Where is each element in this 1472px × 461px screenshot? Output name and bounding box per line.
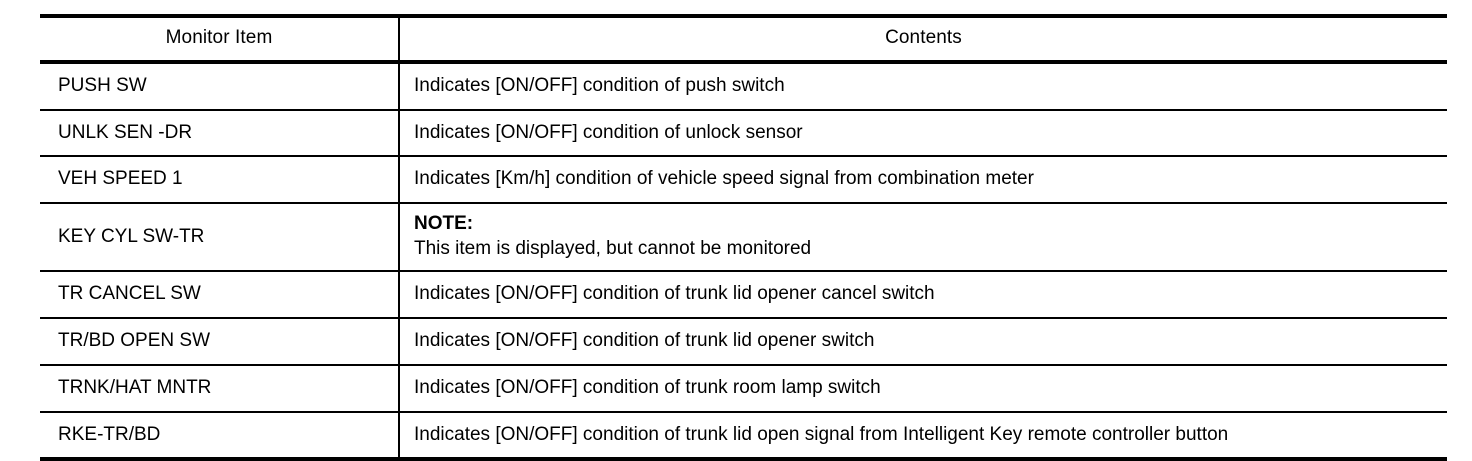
monitor-item-cell: PUSH SW bbox=[40, 61, 399, 111]
monitor-item-cell: RKE-TR/BD bbox=[40, 411, 399, 461]
contents-cell: Indicates [ON/OFF] condition of push swi… bbox=[398, 61, 1447, 111]
contents-cell: Indicates [ON/OFF] condition of trunk li… bbox=[398, 318, 1447, 366]
table-header: Monitor Item Contents bbox=[40, 14, 1447, 64]
column-header-monitor-item: Monitor Item bbox=[40, 14, 399, 64]
contents-cell: Indicates [ON/OFF] condition of trunk ro… bbox=[398, 364, 1447, 413]
table-header-row: Monitor Item Contents bbox=[40, 14, 1447, 64]
contents-cell: Indicates [ON/OFF] condition of unlock s… bbox=[398, 109, 1447, 158]
monitor-item-cell: UNLK SEN -DR bbox=[40, 109, 399, 158]
contents-cell: Indicates [ON/OFF] condition of trunk li… bbox=[398, 411, 1447, 461]
contents-cell: Indicates [ON/OFF] condition of trunk li… bbox=[398, 271, 1447, 320]
monitor-item-cell: TR/BD OPEN SW bbox=[40, 318, 399, 366]
contents-cell: NOTE:This item is displayed, but cannot … bbox=[398, 203, 1447, 273]
monitor-item-cell: KEY CYL SW-TR bbox=[40, 203, 399, 273]
monitor-item-cell: TR CANCEL SW bbox=[40, 271, 399, 320]
contents-cell: Indicates [Km/h] condition of vehicle sp… bbox=[398, 156, 1447, 205]
note-body: This item is displayed, but cannot be mo… bbox=[414, 237, 812, 259]
note-label: NOTE: bbox=[414, 213, 474, 235]
monitor-item-cell: TRNK/HAT MNTR bbox=[40, 364, 399, 413]
column-header-contents: Contents bbox=[398, 14, 1447, 64]
monitor-item-cell: VEH SPEED 1 bbox=[40, 156, 399, 205]
